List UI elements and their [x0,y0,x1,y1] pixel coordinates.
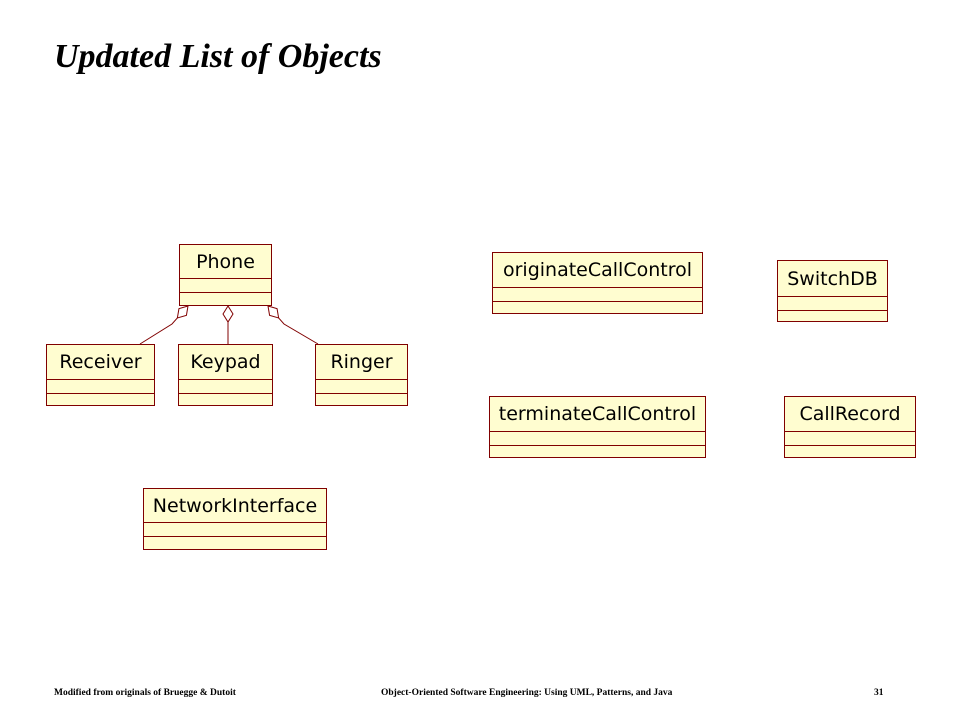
class-operations-compartment [316,394,407,405]
class-operations-compartment [179,394,272,405]
class-name: CallRecord [785,397,915,432]
class-name: Receiver [47,345,154,380]
class-operations-compartment [47,394,154,405]
class-originate-call-control: originateCallControl [492,252,703,314]
class-operations-compartment [493,302,702,313]
class-attributes-compartment [778,297,887,311]
page-number: 31 [874,688,884,698]
class-name: terminateCallControl [490,397,705,432]
class-name: NetworkInterface [144,489,326,523]
class-name: originateCallControl [493,253,702,288]
class-operations-compartment [778,311,887,321]
class-attributes-compartment [493,288,702,302]
footer-book-title: Object-Oriented Software Engineering: Us… [381,688,673,698]
class-ringer: Ringer [315,344,408,406]
class-attributes-compartment [47,380,154,394]
class-name: Phone [180,245,271,279]
class-attributes-compartment [179,380,272,394]
aggregation-diamond-keypad [222,305,234,323]
aggregation-diamond-ringer [267,305,280,319]
class-keypad: Keypad [178,344,273,406]
class-operations-compartment [490,446,705,457]
class-attributes-compartment [144,523,326,537]
class-switch-db: SwitchDB [777,260,888,322]
footer-credit: Modified from originals of Bruegge & Dut… [54,688,236,698]
class-operations-compartment [180,293,271,305]
class-call-record: CallRecord [784,396,916,458]
class-network-interface: NetworkInterface [143,488,327,550]
class-attributes-compartment [316,380,407,394]
class-name: Keypad [179,345,272,380]
class-receiver: Receiver [46,344,155,406]
aggregation-line-ringer [278,317,319,345]
class-attributes-compartment [490,432,705,446]
slide-title: Updated List of Objects [54,38,382,75]
class-attributes-compartment [785,432,915,446]
class-name: Ringer [316,345,407,380]
aggregation-line-receiver [139,317,178,345]
class-phone: Phone [179,244,272,306]
class-name: SwitchDB [778,261,887,297]
class-terminate-call-control: terminateCallControl [489,396,706,458]
aggregation-diamond-receiver [176,305,189,319]
class-operations-compartment [144,537,326,549]
class-attributes-compartment [180,279,271,293]
class-operations-compartment [785,446,915,457]
